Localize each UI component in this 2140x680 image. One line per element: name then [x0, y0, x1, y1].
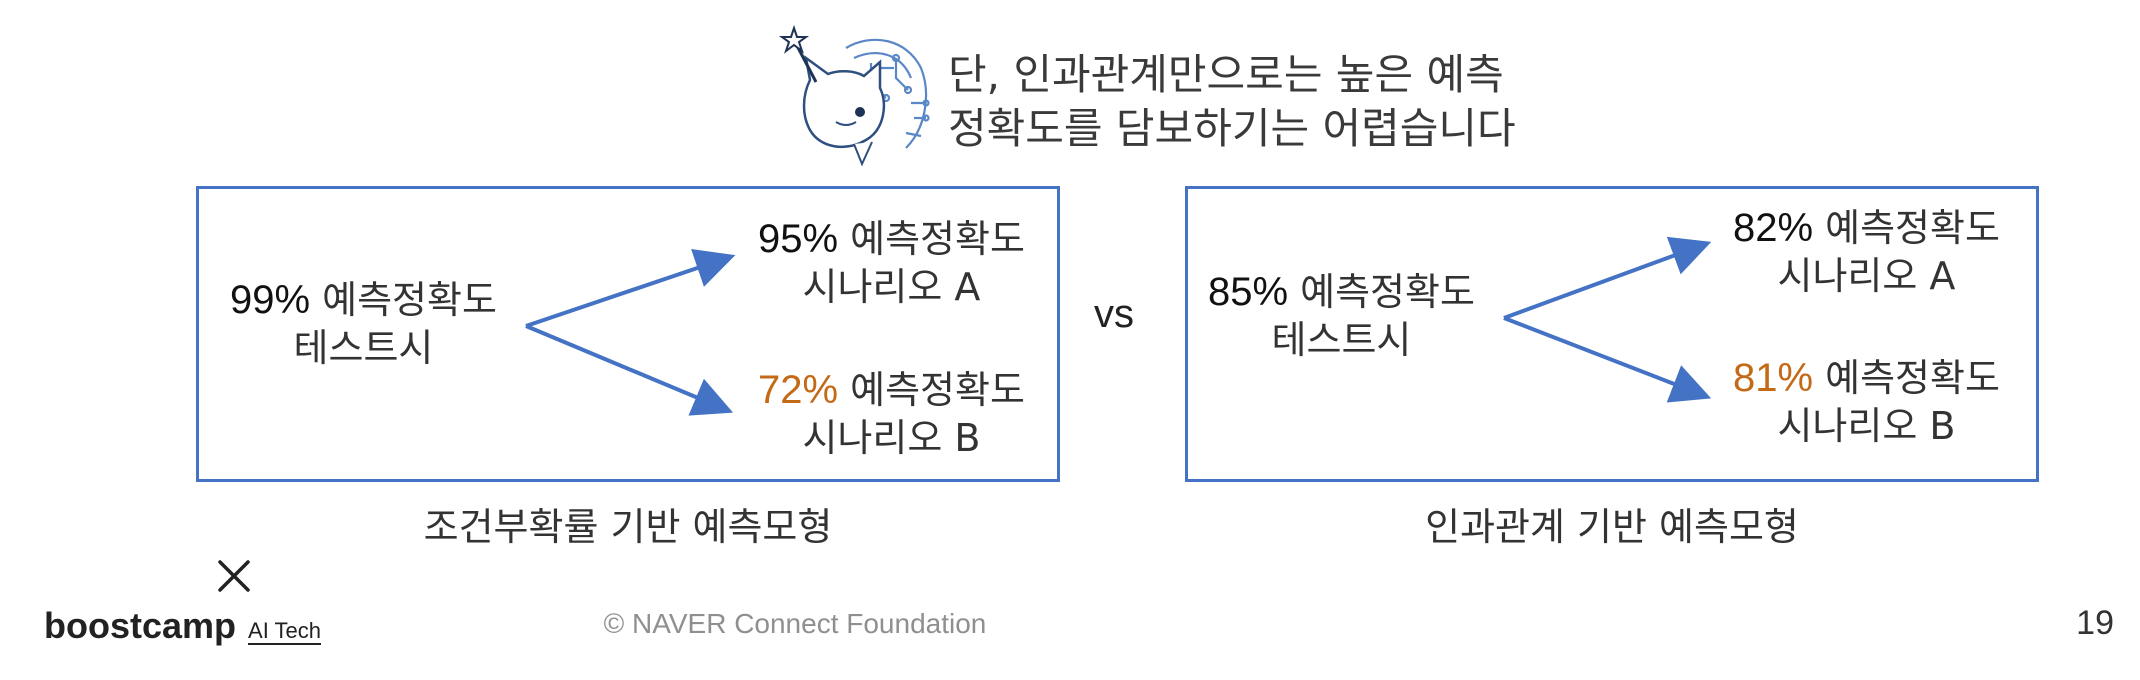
left-panel-caption: 조건부확률 기반 예측모형 [423, 505, 833, 549]
logo-main-text: boostcamp [44, 605, 237, 646]
headline: 단, 인과관계만으로는 높은 예측 정확도를 담보하기는 어렵습니다 [948, 48, 1516, 156]
right-source-line2: 테스트시 [1271, 318, 1412, 362]
right-source-pct: 85% [1208, 270, 1289, 314]
right-lower-label: 예측정확도 [1813, 356, 2000, 400]
right-upper-line2: 시나리오 A [1777, 254, 1956, 298]
left-source-node: 99% 예측정확도 테스트시 [230, 276, 497, 372]
left-source-line2: 테스트시 [293, 326, 434, 370]
left-lower-label: 예측정확도 [838, 368, 1025, 412]
left-upper-label: 예측정확도 [838, 217, 1025, 261]
right-panel-caption: 인과관계 기반 예측모형 [1425, 505, 1799, 549]
headline-line-2: 정확도를 담보하기는 어렵습니다 [948, 104, 1516, 153]
left-source-pct: 99% [230, 278, 311, 322]
right-lower-pct: 81% [1733, 356, 1814, 400]
right-upper-label: 예측정확도 [1813, 206, 2000, 250]
page-number: 19 [2076, 604, 2114, 642]
right-lower-line2: 시나리오 B [1777, 404, 1956, 448]
right-source-label: 예측정확도 [1288, 270, 1475, 314]
left-scenario-b-node: 72% 예측정확도 시나리오 B [758, 366, 1025, 462]
close-x-icon [218, 560, 250, 592]
mascot-illustration [778, 24, 930, 167]
right-upper-pct: 82% [1733, 206, 1814, 250]
boostcamp-logo: boostcamp AI Tech [44, 605, 321, 647]
vs-label: vs [1094, 292, 1134, 336]
headline-line-1: 단, 인과관계만으로는 높은 예측 [948, 50, 1504, 99]
left-source-label: 예측정확도 [310, 278, 497, 322]
copyright-notice: © NAVER Connect Foundation [603, 608, 987, 639]
left-upper-pct: 95% [758, 217, 839, 261]
right-scenario-a-node: 82% 예측정확도 시나리오 A [1733, 204, 2000, 300]
left-upper-line2: 시나리오 A [802, 265, 981, 309]
logo-sub-text: AI Tech [248, 618, 322, 643]
right-source-node: 85% 예측정확도 테스트시 [1208, 268, 1475, 364]
right-scenario-b-node: 81% 예측정확도 시나리오 B [1733, 354, 2000, 450]
left-lower-pct: 72% [758, 368, 839, 412]
left-scenario-a-node: 95% 예측정확도 시나리오 A [758, 215, 1025, 311]
left-lower-line2: 시나리오 B [802, 416, 981, 460]
